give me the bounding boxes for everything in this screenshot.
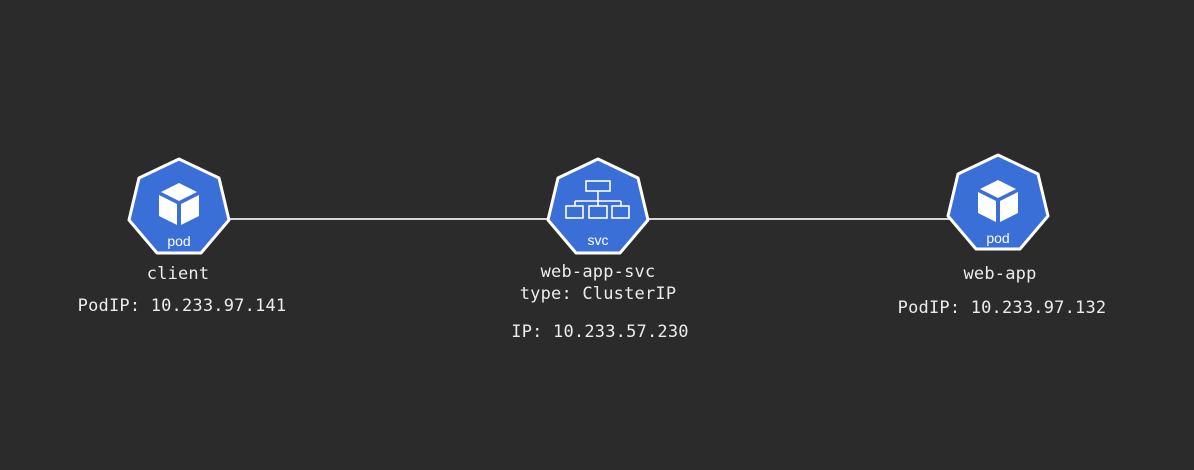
pod-badge-label: pod (167, 233, 190, 249)
kubernetes-heptagon: pod (127, 157, 231, 255)
client-pod-node: pod (126, 156, 232, 256)
web-app-pod-ip-label: PodIP: 10.233.97.132 (897, 298, 1107, 318)
service-node: svc (545, 156, 651, 256)
svc-badge-label: svc (588, 232, 609, 248)
kubernetes-heptagon: svc (546, 157, 650, 255)
service-ip-label: IP: 10.233.57.230 (511, 322, 689, 342)
pod-badge-label: pod (986, 230, 1009, 246)
client-name-label: client (146, 264, 210, 284)
service-type-label: type: ClusterIP (519, 284, 677, 304)
cube-icon (978, 180, 1018, 222)
client-pod-ip-label: PodIP: 10.233.97.141 (77, 296, 287, 316)
service-name-label: web-app-svc (540, 262, 656, 282)
kubernetes-heptagon: pod (946, 153, 1050, 251)
network-tree-icon (565, 180, 630, 219)
connector-service-to-web-app (648, 218, 950, 220)
cube-icon (159, 183, 199, 225)
connector-client-to-service (228, 218, 548, 220)
web-app-name-label: web-app (963, 264, 1037, 284)
web-app-pod-node: pod (945, 152, 1051, 252)
